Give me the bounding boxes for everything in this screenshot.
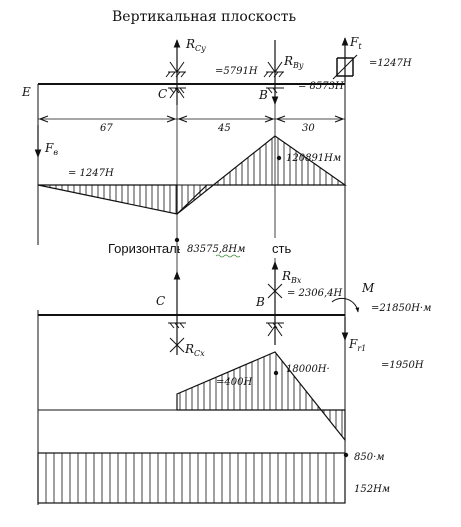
moment-v-hatching — [43, 138, 339, 214]
dimension-45: 45 — [217, 123, 231, 134]
torque-dot — [343, 452, 349, 458]
moment-h-c-value: =400Н — [216, 377, 252, 388]
value-rcy: =5791Н — [215, 66, 258, 77]
moment-v-peak-value: 120891Нм — [286, 153, 341, 164]
moment-v-negative-region — [37, 184, 178, 215]
value-rbx: = 2306,4Н — [287, 288, 343, 299]
reaction-by-label: RBy — [283, 54, 304, 70]
vertical-plane-title: Вертикальная плоскость — [112, 9, 296, 25]
moment-v-positive-region — [176, 135, 347, 215]
torque-band — [37, 452, 346, 504]
title-suffix: сть — [272, 241, 291, 256]
torque-hatching — [45, 453, 335, 503]
support-c-top-symbol — [165, 61, 186, 99]
support-b-bottom-label: B — [255, 295, 265, 309]
spellcheck-squiggle — [215, 254, 241, 258]
value-fr: =1950Н — [381, 360, 424, 371]
moment-m-label: M — [361, 281, 375, 295]
force-t-box-symbol — [332, 54, 358, 80]
moment-h-peak-value: 18000Н· — [286, 364, 330, 375]
support-c-bottom-label: C — [156, 294, 165, 308]
moment-v-peak-dot — [276, 155, 282, 161]
force-r1-label: Fr1 — [348, 337, 366, 353]
force-t-label: Ft — [349, 35, 362, 51]
moment-c-vertical-value: 83575,8Нм — [187, 244, 245, 255]
moment-h-hatching — [179, 353, 343, 437]
title-overlay-box — [180, 238, 298, 258]
force-b-label: Fв — [44, 141, 58, 157]
value-ft: =1247Н — [369, 58, 412, 69]
moment-h-region — [176, 351, 346, 442]
value-m: =21850Н·м — [371, 303, 431, 314]
support-e-label: E — [21, 85, 31, 99]
value-rby: = 8573Н — [298, 81, 344, 92]
dimension-67: 67 — [100, 123, 113, 134]
reaction-bx-label: RBx — [281, 269, 302, 285]
reaction-cx-label: RCx — [184, 342, 205, 358]
support-c-bottom-symbol — [168, 322, 186, 353]
torque-value: 850·м — [354, 452, 385, 463]
bottom-value: 152Нм — [354, 484, 390, 495]
support-c-label: C — [158, 87, 167, 101]
dimension-line — [38, 115, 345, 123]
moment-v-left-value: = 1247Н — [68, 168, 114, 179]
support-b-top-symbol — [263, 61, 284, 94]
support-b-label: B — [258, 88, 268, 102]
moment-m-arc — [331, 297, 360, 313]
reaction-cy-label: RCy — [185, 37, 206, 53]
moment-h-peak-dot — [273, 370, 279, 376]
moment-c-dot — [174, 237, 180, 243]
support-b-bottom-symbol — [266, 283, 284, 337]
dimension-30: 30 — [302, 123, 315, 134]
